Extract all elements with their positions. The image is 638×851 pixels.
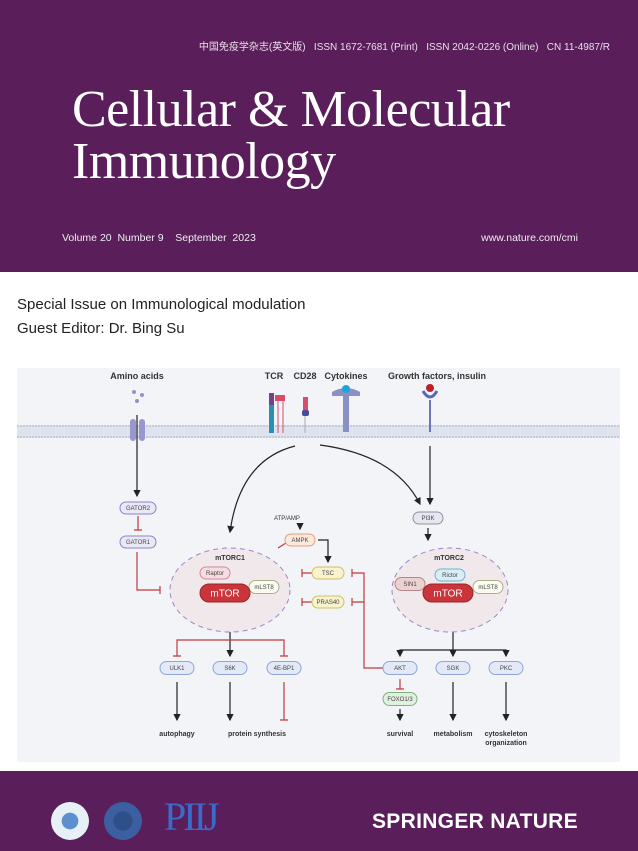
volume-issue: Volume 20 Number 9 September 2023: [62, 232, 256, 244]
node-mtor-label: mTOR: [210, 589, 239, 600]
node-raptor-pill: [199, 566, 231, 580]
node-mtor-pill: [422, 583, 474, 603]
node-mlst8: mLST8: [472, 580, 504, 594]
output-survival: survival: [387, 731, 414, 738]
node-sgk-pill: [435, 661, 471, 675]
node-tsc-label: TSC: [322, 571, 335, 577]
output-organization: organization: [485, 740, 527, 747]
cell-membrane: [17, 425, 620, 438]
node-ebp1-pill: [266, 661, 302, 675]
journal-url[interactable]: www.nature.com/cmi: [481, 232, 578, 244]
node-rictor-label: Rictor: [442, 573, 458, 579]
special-issue-title: Special Issue on Immunological modulatio…: [17, 296, 306, 313]
output-cytoskeleton: cytoskeleton: [485, 731, 528, 738]
activation-arrows: [133, 415, 510, 722]
springer-nature-logo: SPRINGER NATURE: [372, 810, 578, 833]
output-metabolism: metabolism: [434, 731, 473, 738]
node-akt-label: AKT: [394, 666, 406, 672]
node-mtor-pill: [199, 583, 251, 603]
node-foxo-label: FOXO1/3: [387, 697, 413, 703]
label-atp-amp: ATP/AMP: [274, 516, 300, 522]
label-cytokines: Cytokines: [324, 371, 367, 381]
node-sin1: SIN1: [394, 577, 426, 591]
node-raptor-label: Raptor: [206, 571, 224, 577]
node-gator2-label: GATOR2: [126, 506, 151, 512]
node-raptor: Raptor: [199, 566, 231, 580]
node-ampk-label: AMPK: [291, 538, 308, 544]
cover-header: 中国免疫学杂志(英文版) ISSN 1672-7681 (Print) ISSN…: [0, 0, 638, 272]
cd28-receptor-icon: [302, 397, 309, 433]
node-pras40-pill: [311, 595, 345, 609]
cytokine-receptor-icon: [332, 385, 360, 432]
node-gator2: GATOR2: [119, 501, 157, 515]
node-s6k-label: S6K: [224, 666, 235, 672]
node-ulk1: ULK1: [159, 661, 195, 675]
node-ampk: AMPK: [284, 533, 316, 547]
journal-title-line2: Immunology: [72, 133, 336, 190]
node-mlst8-label: mLST8: [478, 585, 498, 591]
node-pi3k-pill: [412, 511, 444, 525]
node-mlst8-pill: [472, 580, 504, 594]
node-gator1-pill: [119, 535, 157, 549]
node-akt: AKT: [382, 661, 418, 675]
node-s6k: S6K: [212, 661, 248, 675]
label-mtorc1: mTORC1: [215, 555, 245, 562]
amino-acid-transporter-icon: [130, 390, 145, 441]
node-foxo: FOXO1/3: [382, 692, 418, 706]
node-ulk1-pill: [159, 661, 195, 675]
label-tcr: TCR: [265, 371, 284, 381]
node-rictor: Rictor: [434, 568, 466, 582]
issn-line: 中国免疫学杂志(英文版) ISSN 1672-7681 (Print) ISSN…: [198, 42, 610, 53]
node-mtor: mTOR: [422, 583, 474, 603]
node-ulk1-label: ULK1: [169, 666, 185, 672]
piij-logo: PIIJ: [164, 794, 219, 839]
node-ampk-pill: [284, 533, 316, 547]
node-pi3k-label: PI3K: [421, 516, 434, 522]
label-mtorc2: mTORC2: [434, 555, 464, 562]
journal-title-line1: Cellular & Molecular: [72, 81, 510, 138]
node-gator1: GATOR1: [119, 535, 157, 549]
university-seal-logo: [104, 802, 142, 840]
node-akt-pill: [382, 661, 418, 675]
node-ebp1: 4E-BP1: [266, 661, 302, 675]
node-mlst8-pill: [248, 580, 280, 594]
node-gator1-label: GATOR1: [126, 540, 151, 546]
node-tsc: TSC: [311, 566, 345, 580]
node-tsc-pill: [311, 566, 345, 580]
insulin-receptor-icon: [421, 384, 439, 432]
node-sin1-label: SIN1: [403, 582, 417, 588]
tcr-receptor-icon: [269, 393, 285, 433]
label-growth-factors: Growth factors, insulin: [388, 371, 486, 381]
inhibition-arrows: [134, 516, 404, 721]
node-mlst8-label: mLST8: [254, 585, 274, 591]
output-protein-synthesis: protein synthesis: [228, 731, 286, 738]
node-pi3k: PI3K: [412, 511, 444, 525]
node-sgk-label: SGK: [447, 666, 460, 672]
node-pras40-label: PRAS40: [316, 600, 340, 606]
guest-editor: Guest Editor: Dr. Bing Su: [17, 320, 185, 337]
node-mtor: mTOR: [199, 583, 251, 603]
node-foxo-pill: [382, 692, 418, 706]
output-autophagy: autophagy: [159, 731, 194, 738]
node-mtor-label: mTOR: [433, 589, 462, 600]
node-pras40: PRAS40: [311, 595, 345, 609]
node-sin1-pill: [394, 577, 426, 591]
node-pkc: PKC: [488, 661, 524, 675]
label-amino-acids: Amino acids: [110, 371, 164, 381]
society-seal-logo: [51, 802, 89, 840]
node-pkc-pill: [488, 661, 524, 675]
node-sgk: SGK: [435, 661, 471, 675]
node-rictor-pill: [434, 568, 466, 582]
label-cd28: CD28: [293, 371, 316, 381]
node-s6k-pill: [212, 661, 248, 675]
node-pkc-label: PKC: [500, 666, 513, 672]
node-gator2-pill: [119, 501, 157, 515]
node-mlst8: mLST8: [248, 580, 280, 594]
node-ebp1-label: 4E-BP1: [274, 666, 295, 672]
